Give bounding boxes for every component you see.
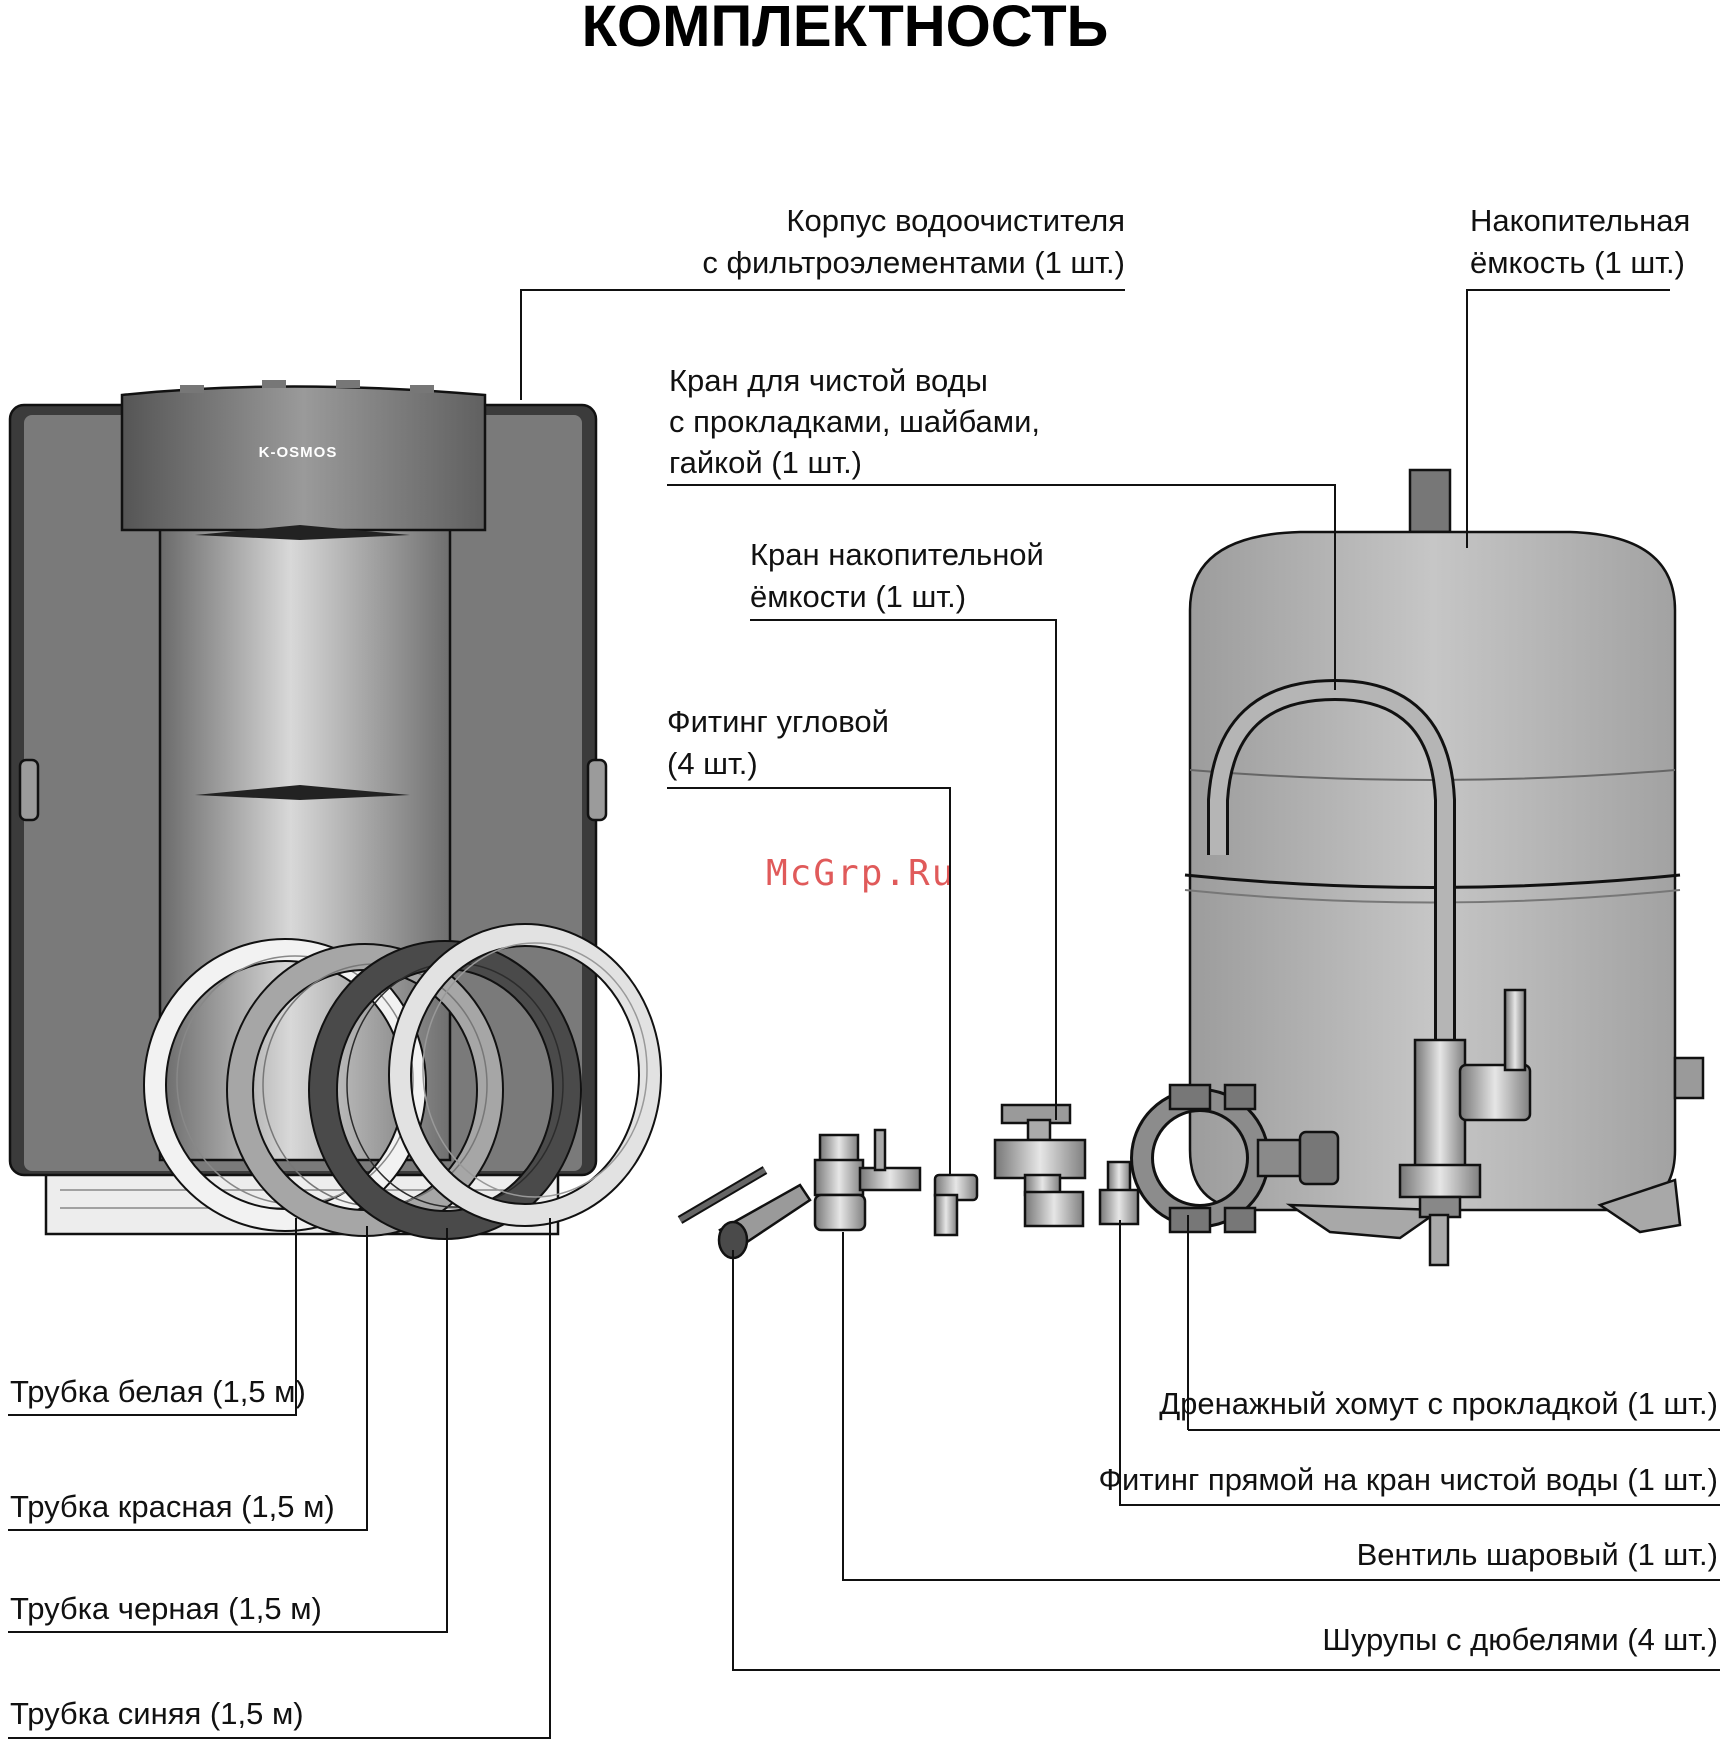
tank-valve-illustration	[993, 1103, 1087, 1228]
leader-lines	[8, 289, 1720, 1739]
label-faucet-line2: с прокладками, шайбами,	[669, 404, 1040, 439]
watermark: McGrp.Ru	[766, 853, 955, 894]
label-housing-line1: Корпус водоочистителя	[786, 203, 1125, 238]
k-osmos-logo: K-OSMOS	[259, 444, 338, 461]
label-tank-valve-line2: ёмкости (1 шт.)	[750, 579, 966, 614]
label-tube-white: Трубка белая (1,5 м)	[10, 1374, 306, 1409]
faucet-illustration	[1207, 678, 1532, 1267]
label-tank-valve-line1: Кран накопительной	[750, 537, 1044, 572]
label-elbow-fitting-line2: (4 шт.)	[667, 746, 758, 781]
label-tube-blue: Трубка синяя (1,5 м)	[10, 1696, 304, 1731]
label-ball-valve: Вентиль шаровый (1 шт.)	[1357, 1537, 1718, 1572]
label-faucet-line1: Кран для чистой воды	[669, 363, 988, 398]
label-housing-line2: с фильтроэлементами (1 шт.)	[702, 245, 1125, 280]
screws-with-dowels-illustration	[677, 1166, 812, 1260]
label-screws: Шурупы с дюбелями (4 шт.)	[1322, 1622, 1718, 1657]
ball-valve-illustration	[813, 1128, 922, 1232]
label-tank-line2: ёмкость (1 шт.)	[1470, 245, 1685, 280]
drain-clamp-illustration	[1130, 1083, 1340, 1234]
label-drain-clamp: Дренажный хомут с прокладкой (1 шт.)	[1159, 1386, 1718, 1421]
tube-coil-red	[226, 943, 504, 1237]
filter-housing-illustration: K-OSMOS	[8, 380, 608, 1236]
tube-coil-blue	[388, 923, 662, 1227]
label-faucet-line3: гайкой (1 шт.)	[669, 445, 862, 480]
tube-coils-illustration	[143, 923, 662, 1240]
label-straight-fitting: Фитинг прямой на кран чистой воды (1 шт.…	[1098, 1462, 1718, 1497]
label-tube-black: Трубка черная (1,5 м)	[10, 1591, 322, 1626]
label-tube-red: Трубка красная (1,5 м)	[10, 1489, 335, 1524]
label-elbow-fitting-line1: Фитинг угловой	[667, 704, 889, 739]
elbow-fitting-illustration	[933, 1173, 979, 1237]
label-tank-line1: Накопительная	[1470, 203, 1690, 238]
page-title: КОМПЛЕКТНОСТЬ	[582, 0, 1109, 59]
